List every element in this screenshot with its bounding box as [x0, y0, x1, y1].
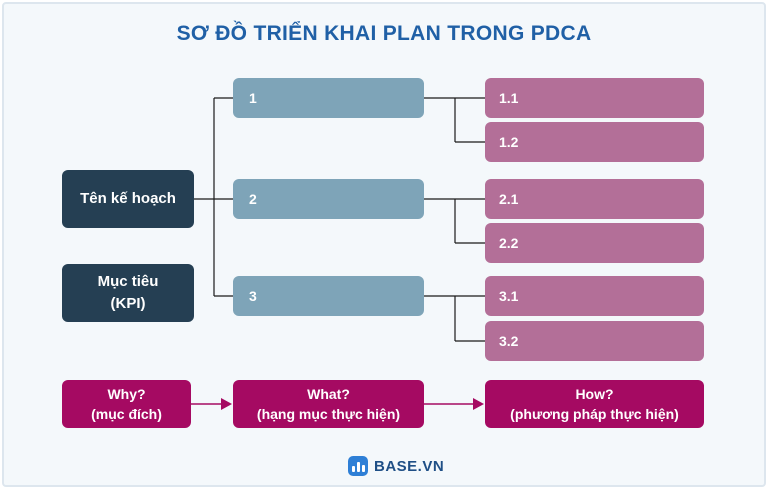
- why-box: Why? (mục đích): [62, 380, 191, 428]
- plan-name-box: Tên kế hoạch: [62, 170, 194, 228]
- base-logo: BASE.VN: [348, 456, 444, 476]
- diagram-title: SƠ ĐỒ TRIỂN KHAI PLAN TRONG PDCA: [176, 22, 592, 45]
- why-title: Why?: [107, 386, 146, 402]
- step-box-2: 2: [233, 179, 424, 219]
- what-subtitle: (hạng mục thực hiện): [256, 406, 401, 422]
- base-logo-text: BASE.VN: [374, 457, 445, 475]
- substep-box-3-1: 3.1: [485, 276, 704, 316]
- step-label: 1: [249, 90, 257, 106]
- how-title: How?: [575, 386, 614, 402]
- how-subtitle: (phương pháp thực hiện): [510, 406, 679, 422]
- plan-name-label: Tên kế hoạch: [80, 190, 176, 207]
- substep-label: 1.2: [499, 134, 519, 150]
- substep-box-1-1: 1.1: [485, 78, 704, 118]
- substep-label: 3.2: [499, 333, 519, 349]
- how-box: How? (phương pháp thực hiện): [485, 380, 704, 428]
- substep-box-1-2: 1.2: [485, 122, 704, 162]
- substep-label: 3.1: [499, 288, 519, 304]
- what-title: What?: [307, 386, 350, 402]
- what-box: What? (hạng mục thực hiện): [233, 380, 424, 428]
- kpi-goal-label-line2: (KPI): [110, 295, 146, 312]
- step-box-1: 1: [233, 78, 424, 118]
- step-label: 3: [249, 288, 257, 304]
- substep-label: 2.2: [499, 235, 519, 251]
- substep-box-2-1: 2.1: [485, 179, 704, 219]
- arrow-head: [221, 398, 232, 410]
- step-box-3: 3: [233, 276, 424, 316]
- substep-box-3-2: 3.2: [485, 321, 704, 361]
- kpi-goal-label-line1: Mục tiêu: [97, 273, 159, 290]
- base-logo-icon: [348, 456, 368, 476]
- step-label: 2: [249, 191, 257, 207]
- substep-box-2-2: 2.2: [485, 223, 704, 263]
- substep-label: 2.1: [499, 191, 519, 207]
- kpi-goal-box: Mục tiêu (KPI): [62, 264, 194, 322]
- why-subtitle: (mục đích): [91, 406, 162, 422]
- arrow-head: [473, 398, 484, 410]
- substep-label: 1.1: [499, 90, 519, 106]
